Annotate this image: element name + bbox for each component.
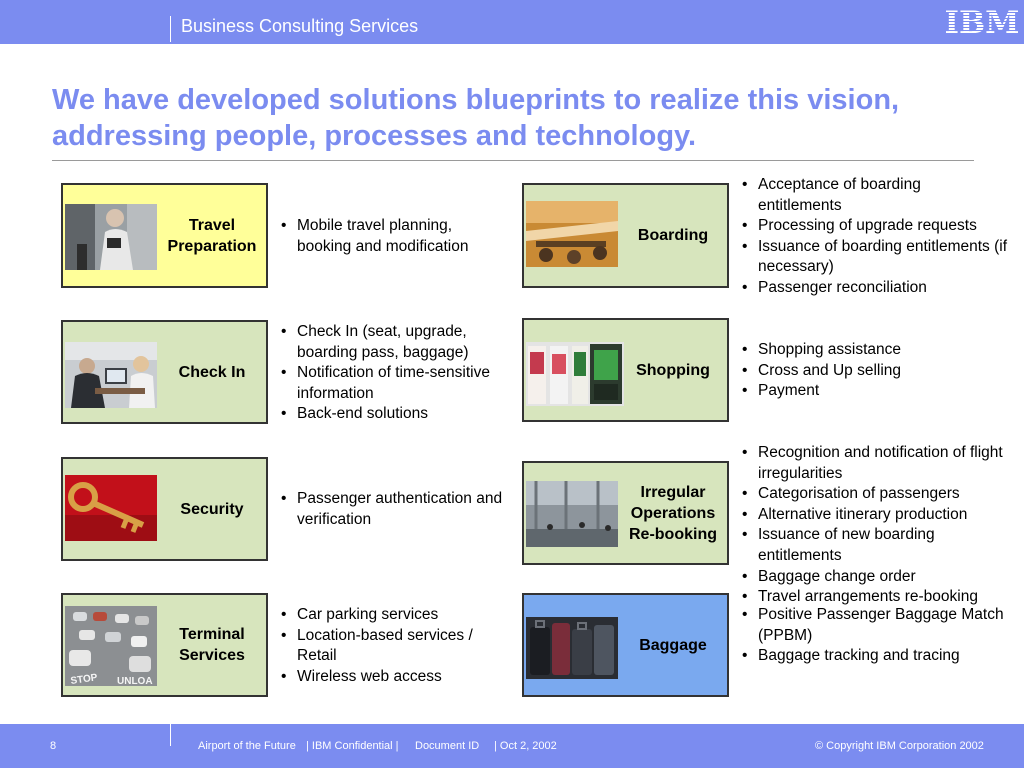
card-shopping: Shopping	[522, 318, 729, 422]
list-item: Location-based services / Retail	[277, 626, 505, 667]
businesswoman-photo-image	[65, 204, 157, 270]
shopping-bullets: Shopping assistance Cross and Up selling…	[738, 340, 1008, 402]
check-in-desk-photo-image	[65, 342, 157, 408]
headline-rule	[52, 160, 974, 161]
terminal-services-bullets: Car parking services Location-based serv…	[277, 605, 505, 687]
travel-preparation-bullets: Mobile travel planning, booking and modi…	[277, 216, 505, 257]
list-item: Payment	[738, 381, 1008, 402]
list-item: Baggage tracking and tracing	[738, 646, 1008, 667]
vending-machines-photo-image	[526, 342, 624, 406]
terminal-hall-photo	[526, 481, 618, 547]
card-boarding: Boarding	[522, 183, 729, 288]
list-item: Check In (seat, upgrade, boarding pass, …	[277, 322, 517, 363]
list-item: Alternative itinerary production	[738, 505, 1008, 526]
businesswoman-photo	[65, 204, 157, 270]
list-item: Cross and Up selling	[738, 361, 1008, 382]
luggage-photo-image	[526, 617, 618, 679]
card-travel-preparation: Travel Preparation	[61, 183, 268, 288]
list-item: Shopping assistance	[738, 340, 1008, 361]
footer-document-id: Document ID	[415, 740, 480, 752]
aircraft-boarding-photo	[526, 201, 618, 267]
parking-lot-photo-image: STOP UNLOA	[65, 606, 157, 686]
svg-text:STOP: STOP	[70, 672, 99, 686]
irregular-operations-bullets: Recognition and notification of flight i…	[738, 443, 1008, 608]
list-item: Issuance of new boarding entitlements	[738, 525, 1008, 566]
list-item: Acceptance of boarding entitlements	[738, 175, 1008, 216]
terminal-hall-photo-image	[526, 481, 618, 547]
baggage-bullets: Positive Passenger Baggage Match (PPBM) …	[738, 605, 1008, 667]
list-item: Processing of upgrade requests	[738, 216, 1008, 237]
list-item: Recognition and notification of flight i…	[738, 443, 1008, 484]
card-label: Baggage	[639, 636, 707, 654]
card-label: Irregular Operations Re-booking	[629, 483, 717, 543]
list-item: Mobile travel planning, booking and modi…	[277, 216, 505, 257]
list-item: Passenger authentication and verificatio…	[277, 489, 505, 530]
svg-text:UNLOA: UNLOA	[117, 676, 153, 686]
list-item: Baggage change order	[738, 567, 1008, 588]
card-terminal-services: STOP UNLOA Terminal Services	[61, 593, 268, 697]
page-headline: We have developed solutions blueprints t…	[52, 84, 900, 152]
card-label: Travel Preparation	[167, 216, 257, 255]
key-photo	[65, 475, 157, 541]
footer-project: Airport of the Future	[198, 740, 296, 752]
card-check-in: Check In	[61, 320, 268, 424]
header-title: Business Consulting Services	[181, 16, 419, 36]
footer-date: | Oct 2, 2002	[494, 740, 557, 752]
luggage-photo	[526, 615, 618, 681]
list-item: Notification of time-sensitive informati…	[277, 363, 517, 404]
key-photo-image	[65, 475, 157, 541]
list-item: Issuance of boarding entitlements (if ne…	[738, 237, 1008, 278]
footer-divider	[170, 724, 171, 746]
list-item: Categorisation of passengers	[738, 484, 1008, 505]
card-label: Check In	[178, 363, 246, 381]
check-in-desk-photo	[65, 342, 157, 408]
parking-lot-photo: STOP UNLOA	[65, 606, 157, 686]
vending-machines-photo	[526, 342, 624, 406]
list-item: Car parking services	[277, 605, 505, 626]
list-item: Positive Passenger Baggage Match (PPBM)	[738, 605, 1008, 646]
list-item: Travel arrangements re-booking	[738, 587, 1008, 608]
ibm-logo-text: IBM	[946, 5, 1018, 38]
list-item: Back-end solutions	[277, 404, 517, 425]
card-baggage: Baggage	[522, 593, 729, 697]
aircraft-boarding-photo-image	[526, 201, 618, 267]
security-bullets: Passenger authentication and verificatio…	[277, 489, 505, 530]
header-bar: Business Consulting Services IBM	[0, 0, 1024, 44]
header-divider	[170, 16, 171, 42]
footer-copyright: © Copyright IBM Corporation 2002	[815, 740, 984, 752]
card-label: Terminal Services	[179, 626, 245, 664]
boarding-bullets: Acceptance of boarding entitlements Proc…	[738, 175, 1008, 299]
ibm-logo: IBM	[946, 5, 1018, 38]
footer-confidential: | IBM Confidential |	[306, 740, 399, 752]
card-label: Security	[180, 500, 244, 518]
check-in-bullets: Check In (seat, upgrade, boarding pass, …	[277, 322, 517, 425]
page-number: 8	[50, 740, 57, 752]
card-label: Boarding	[637, 227, 709, 244]
card-security: Security	[61, 457, 268, 561]
card-irregular-operations: Irregular Operations Re-booking	[522, 461, 729, 565]
list-item: Wireless web access	[277, 667, 505, 688]
card-label: Shopping	[636, 361, 710, 379]
footer-bar: 8 Airport of the Future | IBM Confidenti…	[0, 724, 1024, 768]
list-item: Passenger reconciliation	[738, 278, 1008, 299]
